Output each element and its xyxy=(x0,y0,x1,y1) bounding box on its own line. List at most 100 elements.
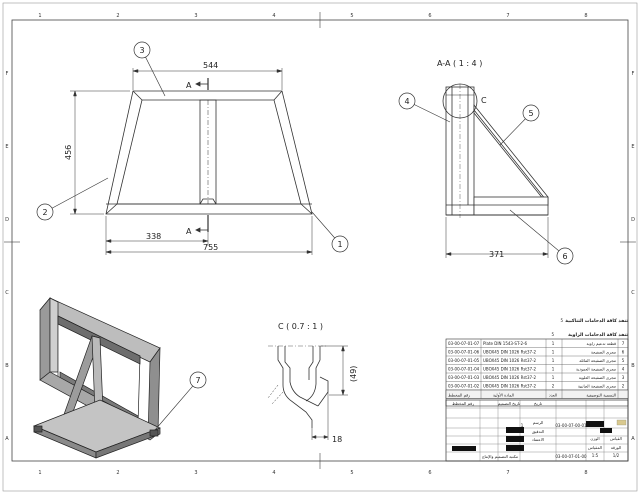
balloon-circle xyxy=(556,247,574,265)
zone-col-top: 4 xyxy=(272,13,275,19)
iso-base xyxy=(33,399,161,453)
detail-view xyxy=(267,345,329,440)
zone-row-left: C xyxy=(5,290,9,296)
bom-spec: UBOX45 DIN 1026 Rst37-2 xyxy=(483,375,537,380)
title-block-frame xyxy=(445,399,629,462)
balloon-4: 4 xyxy=(404,97,409,106)
balloon-circle xyxy=(522,104,540,122)
tb-label-size: القياس xyxy=(610,436,622,441)
tb-sheet: 1/2 xyxy=(613,453,620,458)
zone-col-top: 1 xyxy=(38,13,41,19)
zone-row-left: A xyxy=(5,436,9,442)
bom-header-spec: المادة الأولية xyxy=(493,393,514,398)
bom-spec: UBOX45 DIN 1026 Rst37-2 xyxy=(483,367,537,372)
bom-code: 03-00-07-01-03 xyxy=(448,375,480,380)
tb-label-date: تاريخ xyxy=(534,401,542,406)
balloon-circle xyxy=(398,92,416,110)
redaction-bar xyxy=(452,446,476,451)
tb-part-code: 03-00-07-00-01 xyxy=(555,423,587,428)
zone-row-right: E xyxy=(631,144,634,150)
balloon-leader xyxy=(509,209,566,257)
zone-row-right: A xyxy=(631,436,635,442)
bom-spec: UBOX45 DIN 1026 Rst37-2 xyxy=(483,358,537,363)
balloon-6: 6 xyxy=(562,252,567,261)
bom-qty: 1 xyxy=(552,375,555,380)
dim-top-width: 544 xyxy=(203,61,218,70)
bom-spec: UBOX45 DIN 1026 Rst37-2 xyxy=(483,350,537,355)
tb-drawing-number: 03-00-07-01-00 xyxy=(555,454,587,459)
bom-item: 4 xyxy=(622,367,625,372)
weld-symbol-1: 5 xyxy=(560,318,563,323)
dim-section-base: 371 xyxy=(489,250,504,259)
logo-mark xyxy=(616,419,627,426)
weld-symbol-2: 5 xyxy=(551,332,554,337)
balloon-leader xyxy=(154,379,199,431)
bom-name: مجرى الصفيحة المائلة xyxy=(579,358,616,363)
front-dimensions xyxy=(70,68,313,255)
detail-view-label: C ( 0.7 : 1 ) xyxy=(278,322,323,331)
balloon-circle xyxy=(189,371,207,389)
bom-qty: 1 xyxy=(552,341,555,346)
front-frame-outline xyxy=(105,90,313,215)
zone-row-right: D xyxy=(631,217,635,223)
dim-bottom-left: 338 xyxy=(146,232,161,241)
bom-item: 5 xyxy=(622,358,625,363)
bom-name: مجرى الصفيحة العمودية xyxy=(576,367,616,372)
balloon-3: 3 xyxy=(139,46,144,55)
balloon-circle xyxy=(133,41,151,59)
bom-spec: Plate DIN 1543-ST-2-6 xyxy=(483,341,527,346)
zone-row-left: E xyxy=(5,144,8,150)
bom-spec: UBOX45 DIN 1026 Rst37-2 xyxy=(483,384,537,389)
tb-scale: 1:5 xyxy=(592,453,599,458)
zone-col-bottom: 3 xyxy=(194,470,197,476)
tb-label-drawing-number: رقم المخطط xyxy=(452,401,474,406)
balloon-leader xyxy=(44,177,109,213)
detail-mark-c: C xyxy=(481,96,487,105)
zone-col-top: 5 xyxy=(350,13,353,19)
bom-name: مجرى الصفيحة xyxy=(591,350,616,355)
bom-name: مجرى الصفيحة العلوية xyxy=(579,375,616,380)
zone-row-right: C xyxy=(631,290,635,296)
section-view-label: A-A ( 1 : 4 ) xyxy=(437,59,482,68)
bom-note-butt-welds: تنفذ كافة الدحامات التناكبية xyxy=(565,318,628,324)
detail-profile xyxy=(277,346,313,428)
centering-marks xyxy=(4,12,636,469)
zone-col-bottom: 7 xyxy=(506,470,509,476)
zone-row-right: B xyxy=(631,363,635,369)
zone-col-top: 2 xyxy=(116,13,119,19)
zone-row-left: F xyxy=(6,71,9,77)
bom-code: 03-00-07-01-07 xyxy=(448,341,480,346)
tb-note: مكتبة التصميم والإنتاج xyxy=(482,454,518,460)
bom-code: 03-00-07-01-04 xyxy=(448,367,480,372)
zone-col-top: 7 xyxy=(506,13,509,19)
zone-col-bottom: 5 xyxy=(350,470,353,476)
section-line-a xyxy=(195,78,209,233)
zone-row-right: F xyxy=(632,71,635,77)
zone-col-bottom: 1 xyxy=(38,470,41,476)
bom-qty: 2 xyxy=(552,384,555,389)
tb-label-checked: التدقيق xyxy=(532,429,544,434)
bom-header-qty: العدد xyxy=(549,393,557,398)
bom-item: 2 xyxy=(622,384,625,389)
bom-note-fillet-welds: تنفذ كافة الدحامات الزاوية xyxy=(568,332,628,338)
section-diagonal-brace xyxy=(473,103,549,207)
balloon-leader xyxy=(141,49,166,97)
tb-label-drawn: الرسم xyxy=(533,420,544,425)
zone-col-bottom: 2 xyxy=(116,470,119,476)
bom-code: 03-00-07-01-06 xyxy=(448,350,480,355)
dim-height: 456 xyxy=(64,145,73,160)
zone-col-top: 3 xyxy=(194,13,197,19)
redaction-bar xyxy=(506,445,524,451)
bom-name: مجرى الصفيحة الجانبية xyxy=(578,384,616,389)
zone-col-top: 6 xyxy=(428,13,431,19)
bom-header-name: التسمية التوصيفية xyxy=(586,393,616,398)
bom-code: 03-00-07-01-02 xyxy=(448,384,480,389)
isometric-view xyxy=(33,297,161,459)
bom-grid xyxy=(445,338,629,407)
detail-dimensions xyxy=(311,345,348,439)
